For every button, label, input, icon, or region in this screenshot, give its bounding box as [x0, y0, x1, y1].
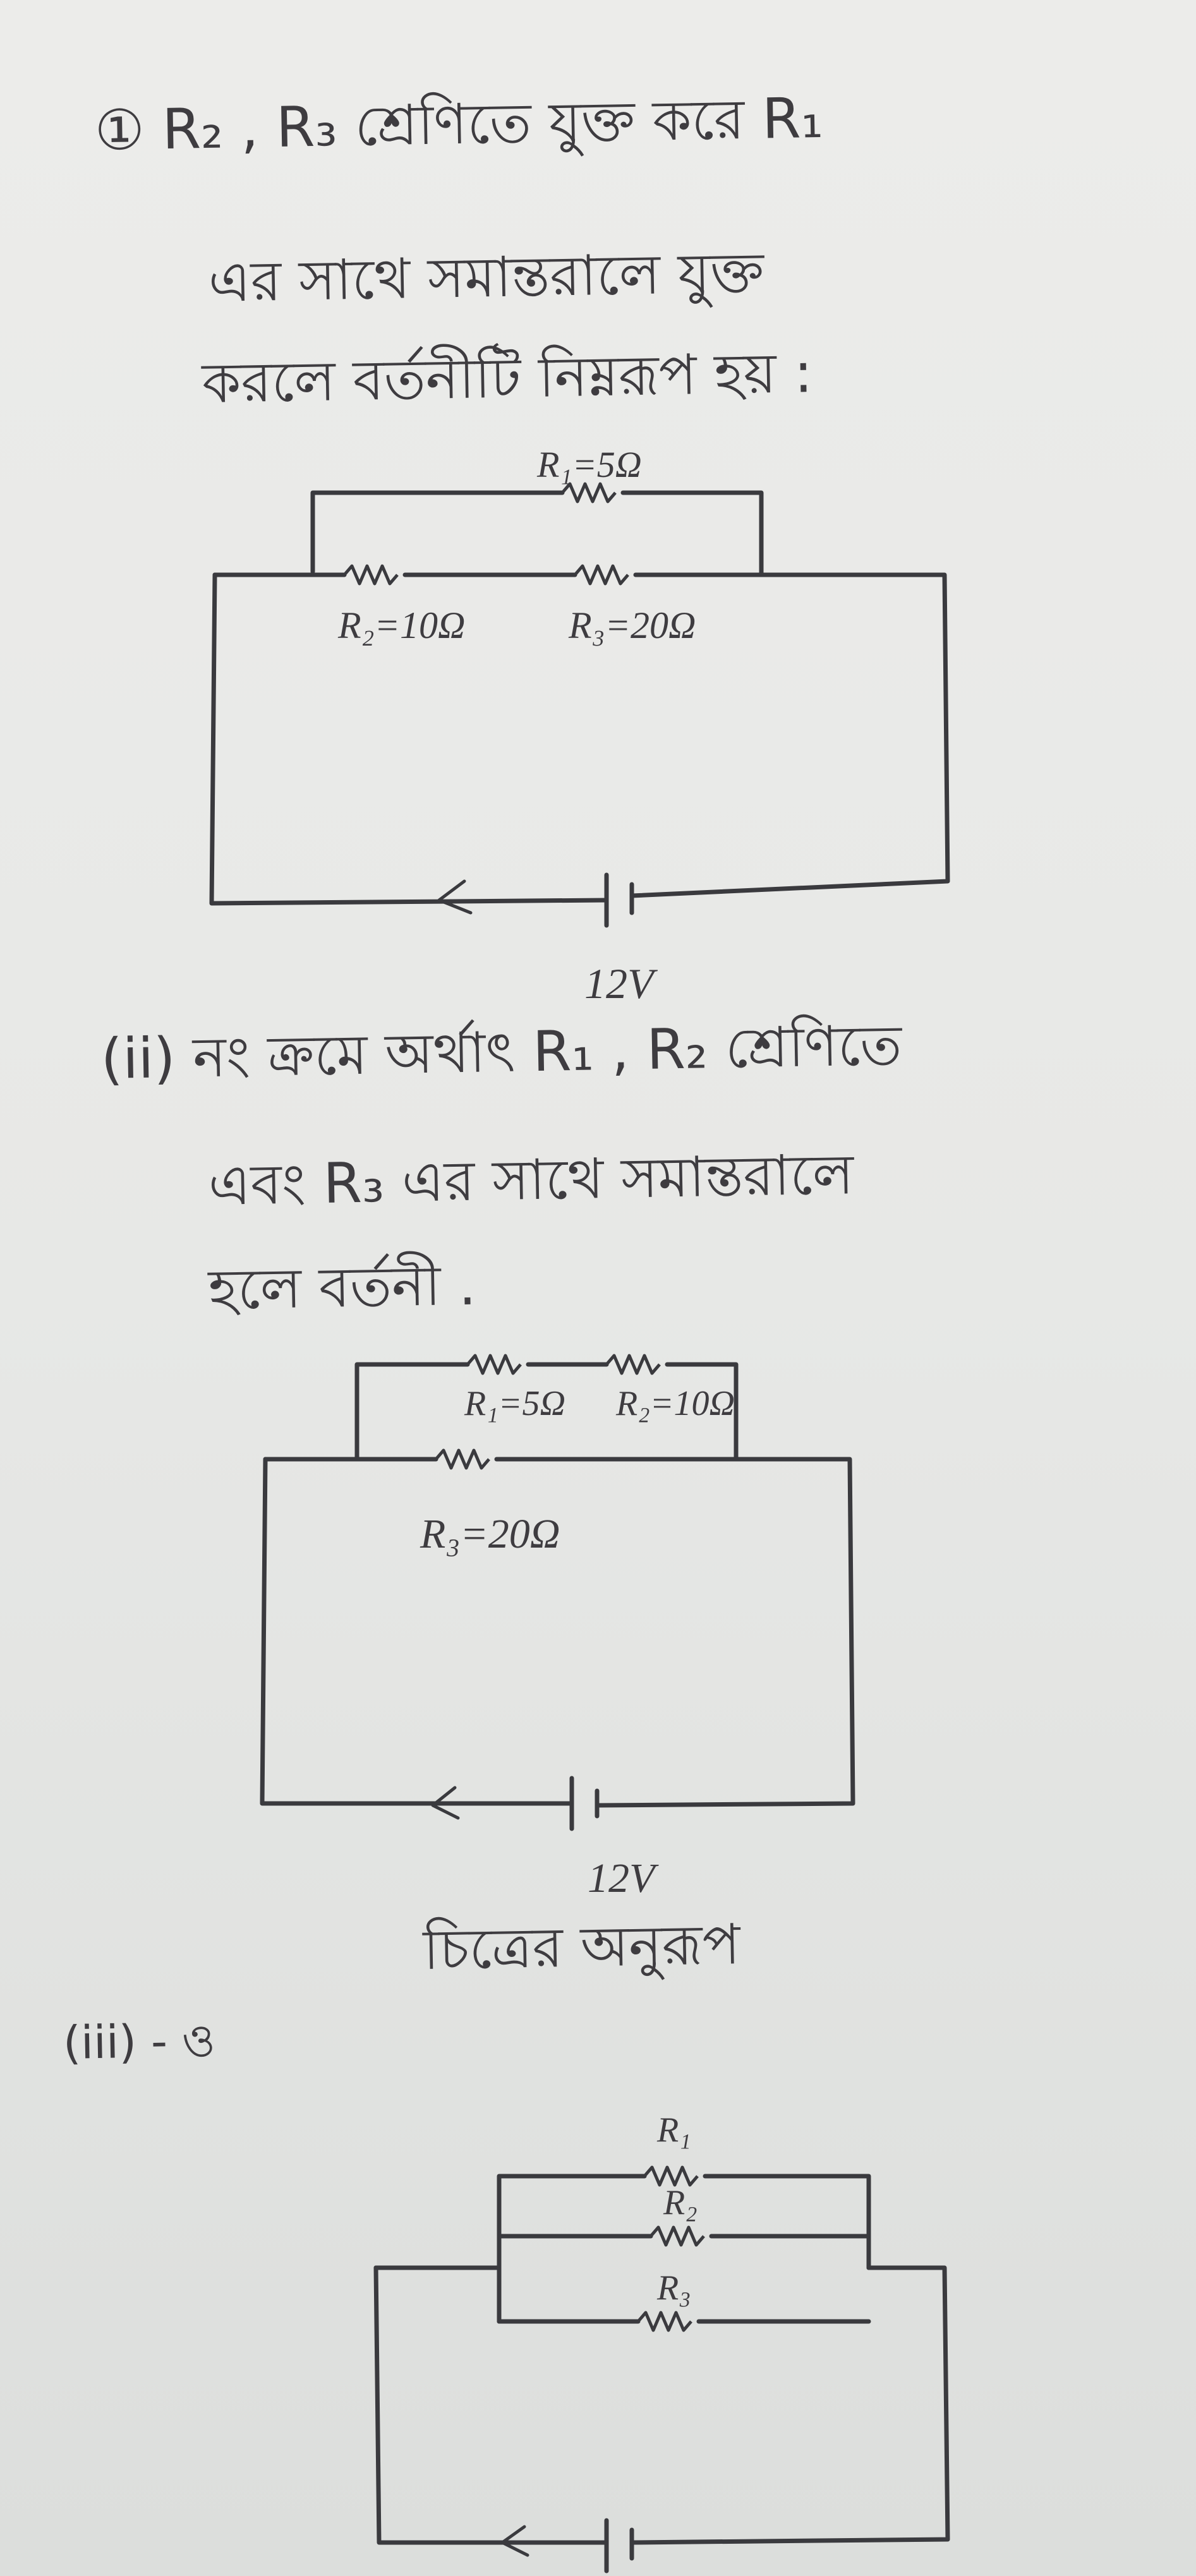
label-r2: R₂ — [663, 2183, 698, 2222]
label-voltage: 12V — [584, 960, 658, 1008]
resistor-r1 — [561, 482, 617, 503]
part2-caption: চিত্রের অনুরূপ — [422, 1911, 741, 1982]
part3-line-1: (iii) - ও — [63, 2013, 216, 2069]
label-r2: R₂=10Ω — [337, 605, 465, 646]
part1-line-1: ① R₂ , R₃ শ্রেণিতে যুক্ত করে R₁ — [94, 85, 824, 163]
part2-line-3: হলে বর্তনী . — [207, 1252, 477, 1322]
label-r1: R₁ — [656, 2110, 691, 2150]
label-r3: R₃=20Ω — [420, 1511, 560, 1557]
resistor-r2 — [343, 564, 399, 586]
label-voltage: 12V — [588, 1855, 659, 1901]
resistor-r1 — [466, 1354, 522, 1375]
part1-line-2: এর সাথে সমান্তরালে যুক্ত — [207, 239, 765, 315]
circuit-diagram-1: R₁=5Ω R₂=10Ω R₃=20Ω 12V — [209, 444, 950, 1008]
resistor-r3 — [637, 2311, 692, 2332]
label-r2: R₂=10Ω — [615, 1384, 735, 1423]
resistor-r3 — [435, 1448, 490, 1470]
label-r1: R₁=5Ω — [464, 1384, 565, 1423]
resistor-r1 — [643, 2165, 699, 2187]
circuit-diagram-3: R₁ R₂ R₃ — [373, 2110, 950, 2573]
part2-line-1: (ii) নং ক্রমে অর্থাৎ R₁ , R₂ শ্রেণিতে — [100, 1012, 903, 1092]
label-r1: R₁=5Ω — [536, 444, 642, 485]
resistor-r3 — [574, 564, 629, 586]
label-r3: R₃ — [656, 2268, 691, 2308]
circuit-diagram-2: R₁=5Ω R₂=10Ω R₃=20Ω 12V — [260, 1354, 855, 1901]
resistor-r2 — [605, 1354, 661, 1375]
part2-line-2: এবং R₃ এর সাথে সমান্তরালে — [207, 1141, 855, 1218]
resistor-r2 — [649, 2225, 705, 2247]
label-r3: R₃=20Ω — [568, 605, 696, 646]
part1-line-3: করলে বর্তনীটি নিম্নরূপ হয় : — [201, 340, 814, 416]
